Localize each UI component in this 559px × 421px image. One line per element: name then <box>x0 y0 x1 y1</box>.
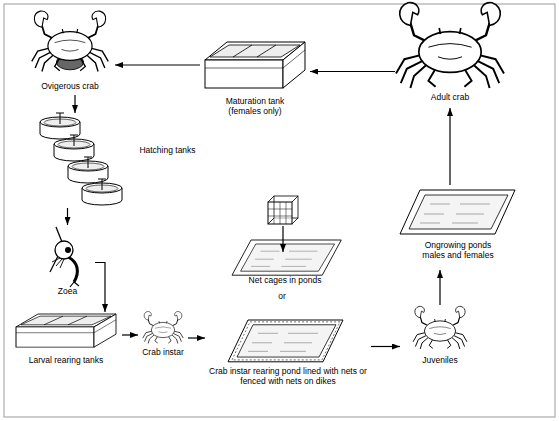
stage-node: Crab instar rearing pond lined with nets… <box>205 318 371 400</box>
adult-crab-drawing <box>396 3 504 88</box>
net-cage-drawing <box>268 196 298 224</box>
alternative-label: or <box>267 292 297 302</box>
flow-arrow <box>115 64 200 65</box>
larval-tank-drawing <box>16 314 116 347</box>
illustration-part <box>268 196 298 224</box>
illustration-part <box>396 3 504 88</box>
illustration-part <box>16 314 116 347</box>
illustration-part <box>52 258 64 268</box>
illustration-part <box>205 42 305 88</box>
stage-label: Crab instar rearing pond lined with nets… <box>205 367 371 387</box>
stage-label: Ongrowing ponds males and females <box>419 241 497 261</box>
flow-arrow <box>188 337 205 338</box>
illustration-part <box>68 257 77 282</box>
stage-label: Hatching tanks <box>130 146 205 156</box>
illustration-part <box>56 227 62 242</box>
illustration-part <box>143 312 184 344</box>
label-block: Larval rearing tanks <box>16 356 116 366</box>
flow-arrow <box>439 270 440 305</box>
stage-node: Net cages in ponds <box>225 190 345 288</box>
label-block: Net cages in ponds <box>225 276 345 286</box>
illustration-part <box>84 157 92 168</box>
stage-label: Zoea <box>40 287 95 297</box>
label-block: Ongrowing ponds males and females <box>419 241 497 261</box>
stage-label: Crab instar <box>138 348 188 358</box>
illustration-part <box>228 320 343 362</box>
flow-arrow <box>95 263 105 313</box>
stage-label: Ovigerous crab <box>25 82 115 92</box>
illustration-part <box>232 240 341 275</box>
stage-label: Net cages in ponds <box>225 276 345 286</box>
stage-label: Maturation tank (females only) <box>219 97 291 117</box>
cage-pond-drawing <box>232 240 341 275</box>
zoea-drawing <box>50 227 79 287</box>
label-block: Adult crab <box>395 93 505 103</box>
flow-arrow <box>310 71 395 72</box>
flow-arrow <box>74 95 75 113</box>
illustration-part <box>70 135 78 146</box>
label-block: Ovigerous crab <box>25 82 115 92</box>
flow-arrow <box>67 208 68 225</box>
flow-arrow <box>449 108 450 185</box>
label-block: Hatching tanks <box>130 146 205 156</box>
illustration-part <box>413 306 467 349</box>
ongrowing-pond-drawing <box>400 190 515 234</box>
stage-node: Larval rearing tanks <box>10 312 122 367</box>
crab-instar-drawing <box>143 312 184 344</box>
maturation-tank-drawing <box>205 42 305 88</box>
juvenile-crab-drawing <box>413 306 467 349</box>
stage-label: Larval rearing tanks <box>16 356 116 366</box>
stage-node: Crab instar <box>138 312 188 358</box>
label-block: Crab instar rearing pond lined with nets… <box>205 367 371 387</box>
label-block: Maturation tank (females only) <box>219 97 291 117</box>
stage-node: Zoea <box>40 225 95 300</box>
hatching-tanks-drawing <box>40 113 122 205</box>
stage-node: Adult crab <box>395 5 505 108</box>
stage-label: Adult crab <box>395 93 505 103</box>
illustration-part <box>232 322 340 360</box>
rearing-pond-drawing <box>228 320 343 362</box>
illustration-part <box>32 11 109 71</box>
ovigerous-crab-drawing <box>32 11 109 71</box>
stage-node: Juveniles <box>400 305 480 375</box>
stage-node: Maturation tank (females only) <box>200 35 310 127</box>
placement-arrow <box>282 226 283 252</box>
illustration-part <box>268 202 292 224</box>
stage-label: Juveniles <box>400 356 480 366</box>
stage-node: Hatching tanks <box>35 113 210 208</box>
illustration-part <box>50 256 58 272</box>
label-block: Juveniles <box>400 356 480 366</box>
illustration-part <box>400 190 515 234</box>
flow-arrow <box>122 334 138 335</box>
illustration-part <box>55 241 73 259</box>
stage-node: Ovigerous crab <box>25 8 115 95</box>
illustration-part <box>98 179 106 190</box>
illustration-part <box>56 113 64 124</box>
illustration-part <box>65 247 71 253</box>
label-block: Zoea <box>40 287 95 297</box>
stage-node: Ongrowing ponds males and females <box>395 185 520 270</box>
flow-arrow <box>371 346 400 347</box>
label-block: Crab instar <box>138 348 188 358</box>
